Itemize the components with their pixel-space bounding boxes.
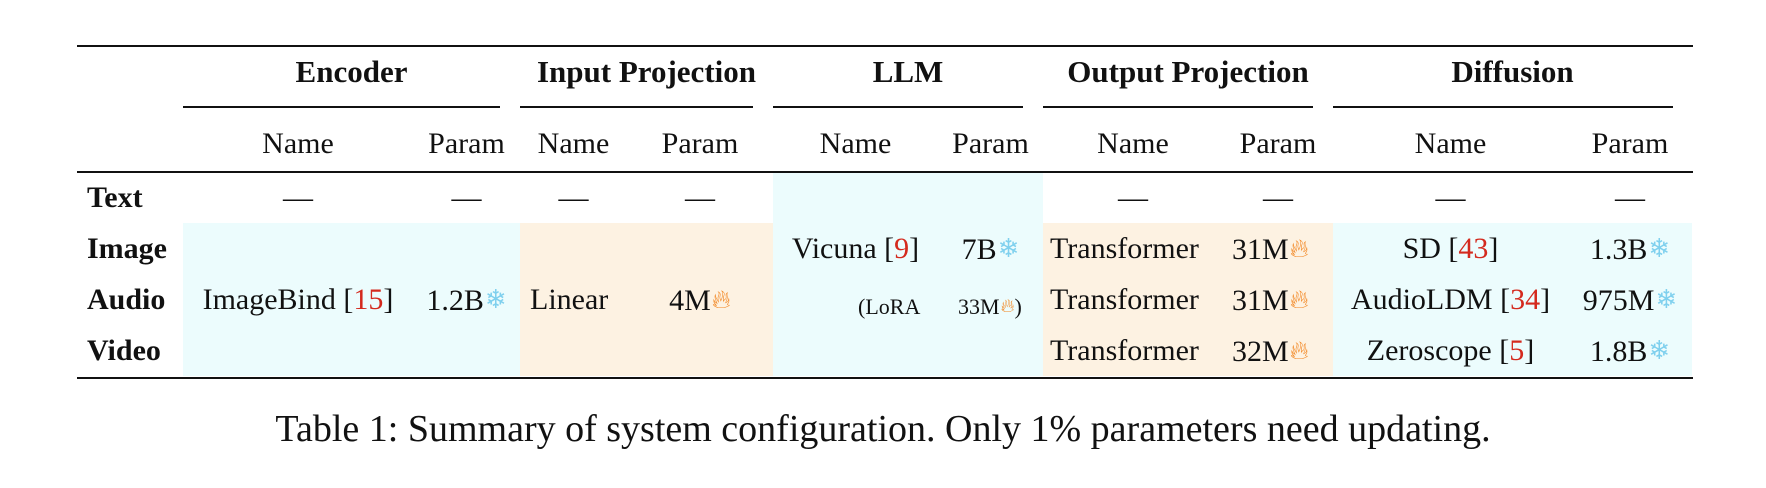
fire-icon: 🔥︎ xyxy=(1289,285,1309,314)
text-encoder-param-dash: — xyxy=(451,181,482,214)
output-projection-trainable-bg xyxy=(1043,223,1333,376)
llm-name: Vicuna xyxy=(791,232,877,265)
diffusion-video-param-cell: 1.8B❄ xyxy=(1568,333,1692,370)
diffusion-image-name-cell: SD [43] xyxy=(1402,232,1499,265)
output-projection-video-name: Transformer xyxy=(1050,334,1199,367)
output-projection-video-param: 32M xyxy=(1232,335,1289,368)
group-header-diffusion: Diffusion xyxy=(1451,54,1574,89)
group-header-encoder: Encoder xyxy=(295,54,408,89)
row-label-text: Text xyxy=(87,181,143,214)
llm-citation: 9 xyxy=(894,232,910,265)
subheader-llm-name: Name xyxy=(819,127,892,160)
output-projection-image-param-cell: 31M🔥︎ xyxy=(1232,231,1309,268)
encoder-name: ImageBind xyxy=(202,283,336,316)
input-projection-param-cell: 4M🔥︎ xyxy=(627,282,773,319)
text-input-projection-param-dash: — xyxy=(685,181,715,214)
subheader-input-projection-param: Param xyxy=(661,127,739,160)
encoder-name-cell: ImageBind [15] xyxy=(202,283,394,316)
diffusion-audio-name: AudioLDM xyxy=(1350,283,1493,316)
diffusion-video-citation: 5 xyxy=(1509,334,1525,367)
diffusion-image-param: 1.3B xyxy=(1589,233,1648,266)
snowflake-icon: ❄ xyxy=(1655,285,1678,314)
diffusion-audio-name-cell: AudioLDM [34] xyxy=(1350,283,1551,316)
snowflake-icon: ❄ xyxy=(1648,336,1671,365)
row-label-image: Image xyxy=(87,232,167,265)
subheader-encoder-param: Param xyxy=(428,127,505,160)
output-projection-video-param-cell: 32M🔥︎ xyxy=(1232,333,1309,370)
row-label-audio: Audio xyxy=(87,283,166,316)
fire-icon: 🔥︎ xyxy=(1289,336,1309,365)
header-rule xyxy=(77,171,1693,173)
llm-name-cell: Vicuna [9] xyxy=(791,232,920,265)
top-rule xyxy=(77,45,1693,47)
diffusion-frozen-bg xyxy=(1333,223,1692,376)
output-projection-audio-param: 31M xyxy=(1232,284,1289,317)
diffusion-image-param-cell: 1.3B❄ xyxy=(1568,231,1692,268)
fire-icon: 🔥︎ xyxy=(1000,296,1015,317)
input-projection-cmidrule xyxy=(520,106,753,108)
subheader-llm-param: Param xyxy=(952,127,1029,160)
text-diffusion-name-dash: — xyxy=(1435,181,1466,214)
input-projection-name: Linear xyxy=(530,283,609,316)
output-projection-audio-name: Transformer xyxy=(1050,283,1199,316)
diffusion-audio-param-cell: 975M❄ xyxy=(1568,282,1692,319)
group-header-llm: LLM xyxy=(872,54,944,89)
snowflake-icon: ❄ xyxy=(997,234,1020,263)
diffusion-video-param: 1.8B xyxy=(1589,335,1648,368)
llm-lora-open: (LoRA xyxy=(858,294,921,319)
snowflake-icon: ❄ xyxy=(484,285,507,314)
diffusion-image-citation: 43 xyxy=(1458,232,1489,265)
encoder-param-cell: 1.2B❄ xyxy=(413,282,520,319)
subheader-diffusion-name: Name xyxy=(1414,127,1487,160)
group-header-input-projection: Input Projection xyxy=(536,54,756,89)
input-projection-param: 4M xyxy=(669,284,711,317)
llm-lora-param-cell: 33M🔥︎) xyxy=(958,289,1022,325)
table-caption: Table 1: Summary of system configuration… xyxy=(275,408,1491,450)
output-projection-cmidrule xyxy=(1043,106,1313,108)
llm-cmidrule xyxy=(773,106,1023,108)
output-projection-image-param: 31M xyxy=(1232,233,1289,266)
diffusion-cmidrule xyxy=(1333,106,1673,108)
input-projection-trainable-bg xyxy=(520,223,773,376)
subheader-encoder-name: Name xyxy=(262,127,334,160)
fire-icon: 🔥︎ xyxy=(1289,234,1309,263)
diffusion-audio-param: 975M xyxy=(1582,284,1655,317)
subheader-output-projection-name: Name xyxy=(1097,127,1169,160)
llm-frozen-bg xyxy=(773,172,1043,376)
text-encoder-name-dash: — xyxy=(283,181,313,214)
diffusion-image-name: SD xyxy=(1402,232,1441,265)
subheader-diffusion-param: Param xyxy=(1591,127,1669,160)
output-projection-image-name: Transformer xyxy=(1050,232,1199,265)
text-output-projection-param-dash: — xyxy=(1263,181,1293,214)
llm-param: 7B xyxy=(961,233,997,266)
llm-param-cell: 7B❄ xyxy=(938,231,1043,268)
output-projection-audio-param-cell: 31M🔥︎ xyxy=(1232,282,1309,319)
fire-icon: 🔥︎ xyxy=(711,285,731,314)
subheader-input-projection-name: Name xyxy=(537,127,610,160)
text-output-projection-name-dash: — xyxy=(1118,181,1148,214)
encoder-citation: 15 xyxy=(353,283,384,316)
group-header-output-projection: Output Projection xyxy=(1067,54,1309,89)
row-label-video: Video xyxy=(87,334,161,367)
encoder-param: 1.2B xyxy=(426,284,484,317)
diffusion-video-name: Zeroscope xyxy=(1366,334,1492,367)
encoder-frozen-bg xyxy=(183,223,520,376)
encoder-cmidrule xyxy=(183,106,500,108)
snowflake-icon: ❄ xyxy=(1648,234,1671,263)
text-diffusion-param-dash: — xyxy=(1615,181,1645,214)
subheader-output-projection-param: Param xyxy=(1239,127,1317,160)
diffusion-video-name-cell: Zeroscope [5] xyxy=(1366,334,1535,367)
llm-lora-param: 33M xyxy=(958,294,1000,319)
bottom-rule xyxy=(77,377,1693,379)
text-input-projection-name-dash: — xyxy=(558,181,589,214)
diffusion-audio-citation: 34 xyxy=(1510,283,1541,316)
llm-lora-close: ) xyxy=(1014,294,1022,319)
